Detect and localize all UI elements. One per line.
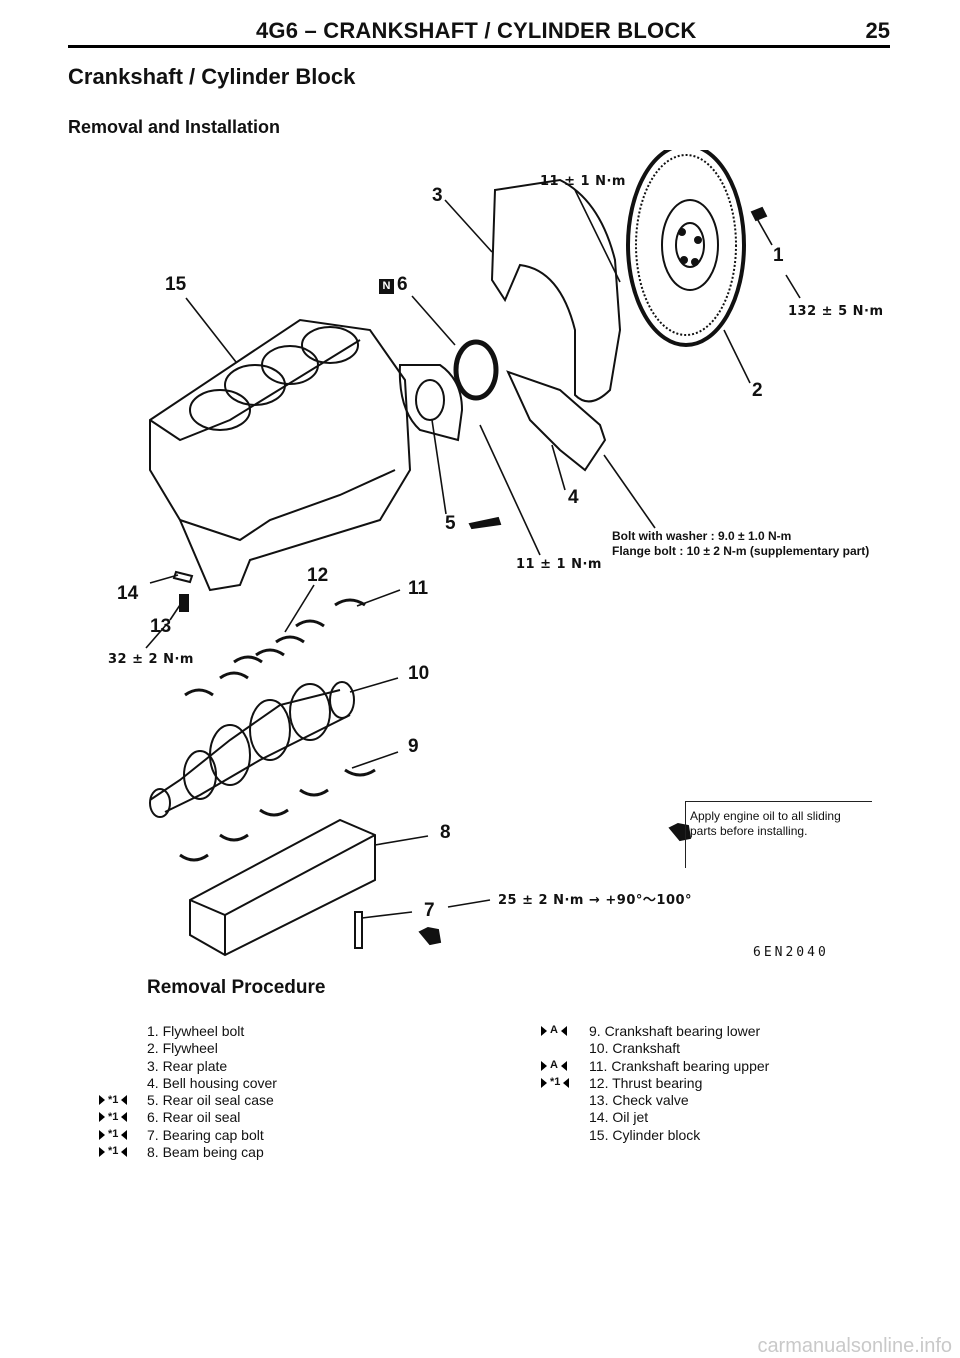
callout-15: 15 [165,274,187,295]
lower-bearings-drawing [179,768,376,862]
procedure-item: *1 8. Beam being cap [99,1144,467,1161]
oil-can-icon-2 [418,926,442,946]
callout-3: 3 [432,185,443,206]
procedure-item: 3. Rear plate [147,1058,467,1075]
oil-note-text: Apply engine oil to all sliding parts be… [690,809,841,838]
callout-8: 8 [440,822,451,843]
callout-10: 10 [408,663,430,684]
page-header: 4G6 – CRANKSHAFT / CYLINDER BLOCK 25 [68,18,890,48]
procedure-item: A 9. Crankshaft bearing lower [541,1023,909,1040]
procedure-item: 2. Flywheel [147,1040,467,1057]
procedure-item: A 11. Crankshaft bearing upper [541,1057,909,1075]
procedure-item-text: 4. Bell housing cover [147,1074,277,1091]
leader-lines [145,189,801,919]
torque-check-valve: 32 ± 2 N·m [108,652,194,667]
callout-1: 1 [773,245,784,266]
callout-13: 13 [150,616,172,637]
procedure-item-text: 15. Cylinder block [589,1126,701,1143]
bolt-note-flange: Flange bolt : 10 ± 2 N-m (supplementary … [612,544,870,558]
callout-9: 9 [408,736,419,757]
procedure-item-text: 11. Crankshaft bearing upper [589,1057,770,1074]
procedure-item: 13. Check valve [589,1092,909,1109]
oil-seal-case-drawing [398,364,464,442]
callout-5: 5 [445,513,456,534]
procedure-mark-icon: *1 [99,1128,128,1142]
procedure-mark-code: A [550,1024,558,1037]
procedure-item-text: 13. Check valve [589,1092,689,1109]
procedure-item-text: 14. Oil jet [589,1109,649,1126]
procedure-item: 1. Flywheel bolt [147,1023,467,1040]
callout-4: 4 [568,487,579,508]
procedure-item: *1 6. Rear oil seal [99,1109,467,1126]
procedure-item-text: 7. Bearing cap bolt [147,1126,264,1143]
procedure-mark-icon: *1 [99,1093,128,1107]
procedure-title: Removal Procedure [147,977,326,998]
bolt-note-washer: Bolt with washer : 9.0 ± 1.0 N-m [612,529,792,543]
section-title: Crankshaft / Cylinder Block [68,64,356,89]
procedure-item: *1 12. Thrust bearing [541,1074,909,1092]
procedure-mark-code: *1 [550,1076,561,1089]
upper-bearings-drawing [184,598,366,697]
rear-oil-seal-drawing [453,339,499,401]
callout-12: 12 [307,565,329,586]
procedure-item: 14. Oil jet [589,1109,909,1126]
subsection-title: Removal and Installation [68,117,281,137]
watermark: carmanualsonline.info [757,1335,952,1357]
procedure-item: 15. Cylinder block [589,1127,909,1144]
procedure-mark-icon: *1 [541,1076,570,1090]
procedure-item: 10. Crankshaft [589,1040,909,1057]
torque-rear-plate: 11 ± 1 N·m [540,174,626,189]
procedure-item-text: 3. Rear plate [147,1057,228,1074]
crankshaft-drawing [149,681,355,818]
flywheel-drawing [626,150,746,347]
procedure-item: 4. Bell housing cover [147,1075,467,1092]
bell-housing-cover-drawing [506,370,607,472]
procedure-mark-icon: A [541,1059,567,1073]
header-title: 4G6 – CRANKSHAFT / CYLINDER BLOCK [256,18,697,43]
callout-7: 7 [424,900,435,921]
procedure-mark-code: *1 [108,1145,119,1158]
callout-2: 2 [752,380,763,401]
procedure-item-text: 2. Flywheel [147,1040,218,1057]
callout-6: 6 [397,274,408,295]
procedure-mark-icon: *1 [99,1110,128,1124]
callout-14: 14 [117,583,139,604]
figure-id: 6EN2040 [753,945,829,960]
new-part-mark-letter: N [382,280,391,292]
procedure-item: *1 7. Bearing cap bolt [99,1126,467,1144]
procedure-item-text: 1. Flywheel bolt [147,1023,245,1039]
bearing-cap-beam-drawing [189,818,376,957]
header-rule [68,45,890,48]
procedure-mark-icon: A [541,1024,567,1038]
procedure-mark-code: A [550,1058,558,1071]
rear-plate-drawing [490,178,622,403]
procedure-item-text: 12. Thrust bearing [589,1074,703,1091]
procedure-item-text: 9. Crankshaft bearing lower [589,1023,761,1039]
cylinder-block-drawing [149,318,412,592]
procedure-item-text: 5. Rear oil seal case [147,1092,274,1109]
bolt-torque-note: Bolt with washer : 9.0 ± 1.0 N-m Flange … [612,529,869,559]
torque-flywheel-bolt: 132 ± 5 N·m [788,304,884,319]
procedure-item-text: 10. Crankshaft [589,1040,681,1057]
procedure-mark-icon: *1 [99,1145,128,1159]
torque-oil-seal-case: 11 ± 1 N·m [516,557,602,572]
callout-11: 11 [408,578,429,599]
exploded-diagram [145,150,801,957]
new-part-mark: N [379,279,394,294]
procedure-mark-code: *1 [108,1093,119,1106]
procedure-item-text: 8. Beam being cap [147,1144,264,1161]
torque-bearing-cap-bolt: 25 ± 2 N·m → +90°～100° [498,893,693,908]
procedure-item: *1 5. Rear oil seal case [99,1092,467,1109]
procedure-mark-code: *1 [108,1110,119,1123]
procedure-mark-code: *1 [108,1128,119,1141]
page-number: 25 [865,18,890,43]
oil-note-box [685,801,872,868]
procedure-item-text: 6. Rear oil seal [147,1109,241,1126]
